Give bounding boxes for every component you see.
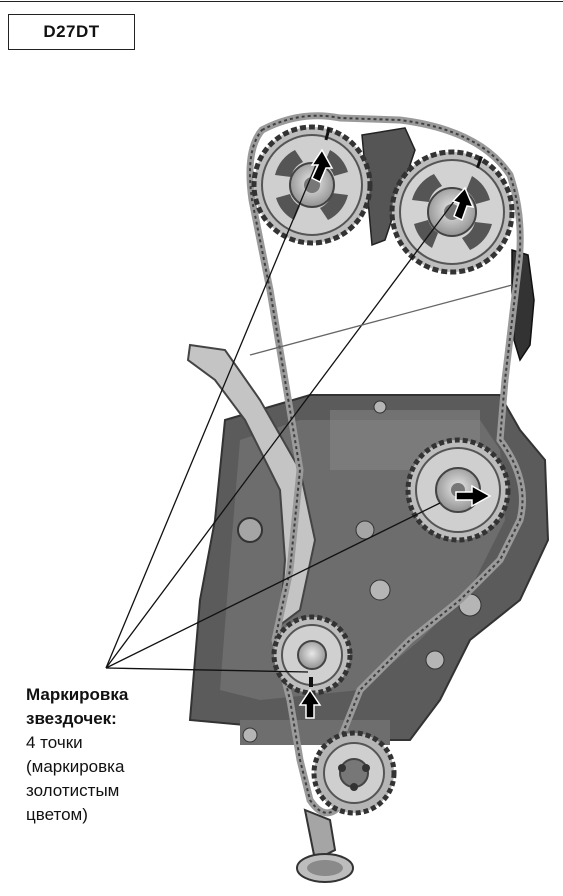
oil-pump-sprocket <box>311 730 397 816</box>
pump-sprocket <box>405 437 511 543</box>
pointer-lines <box>105 159 513 673</box>
camshaft-sprocket-right <box>389 149 515 275</box>
top-rule <box>0 1 563 2</box>
oil-pickup-pipe <box>296 808 354 883</box>
caption-body-line3: золотистым <box>26 781 120 800</box>
caption-body-line2: (маркировка <box>26 757 125 776</box>
sprocket-marking-caption: Маркировка звездочек: 4 точки (маркировк… <box>26 683 196 827</box>
arrow-icon <box>298 688 322 719</box>
model-label-box: D27DT <box>8 14 135 50</box>
caption-title-line1: Маркировка <box>26 685 129 704</box>
arrow-icon <box>455 484 492 508</box>
caption-body-line4: цветом) <box>26 805 88 824</box>
caption-title-line2: звездочек: <box>26 709 117 728</box>
crankshaft-sprocket <box>271 614 353 696</box>
camshaft-sprocket-left <box>251 124 373 246</box>
caption-body-line1: 4 точки <box>26 733 83 752</box>
arrow-icon <box>451 186 475 222</box>
model-label: D27DT <box>43 22 100 41</box>
arrow-icon <box>310 148 334 184</box>
